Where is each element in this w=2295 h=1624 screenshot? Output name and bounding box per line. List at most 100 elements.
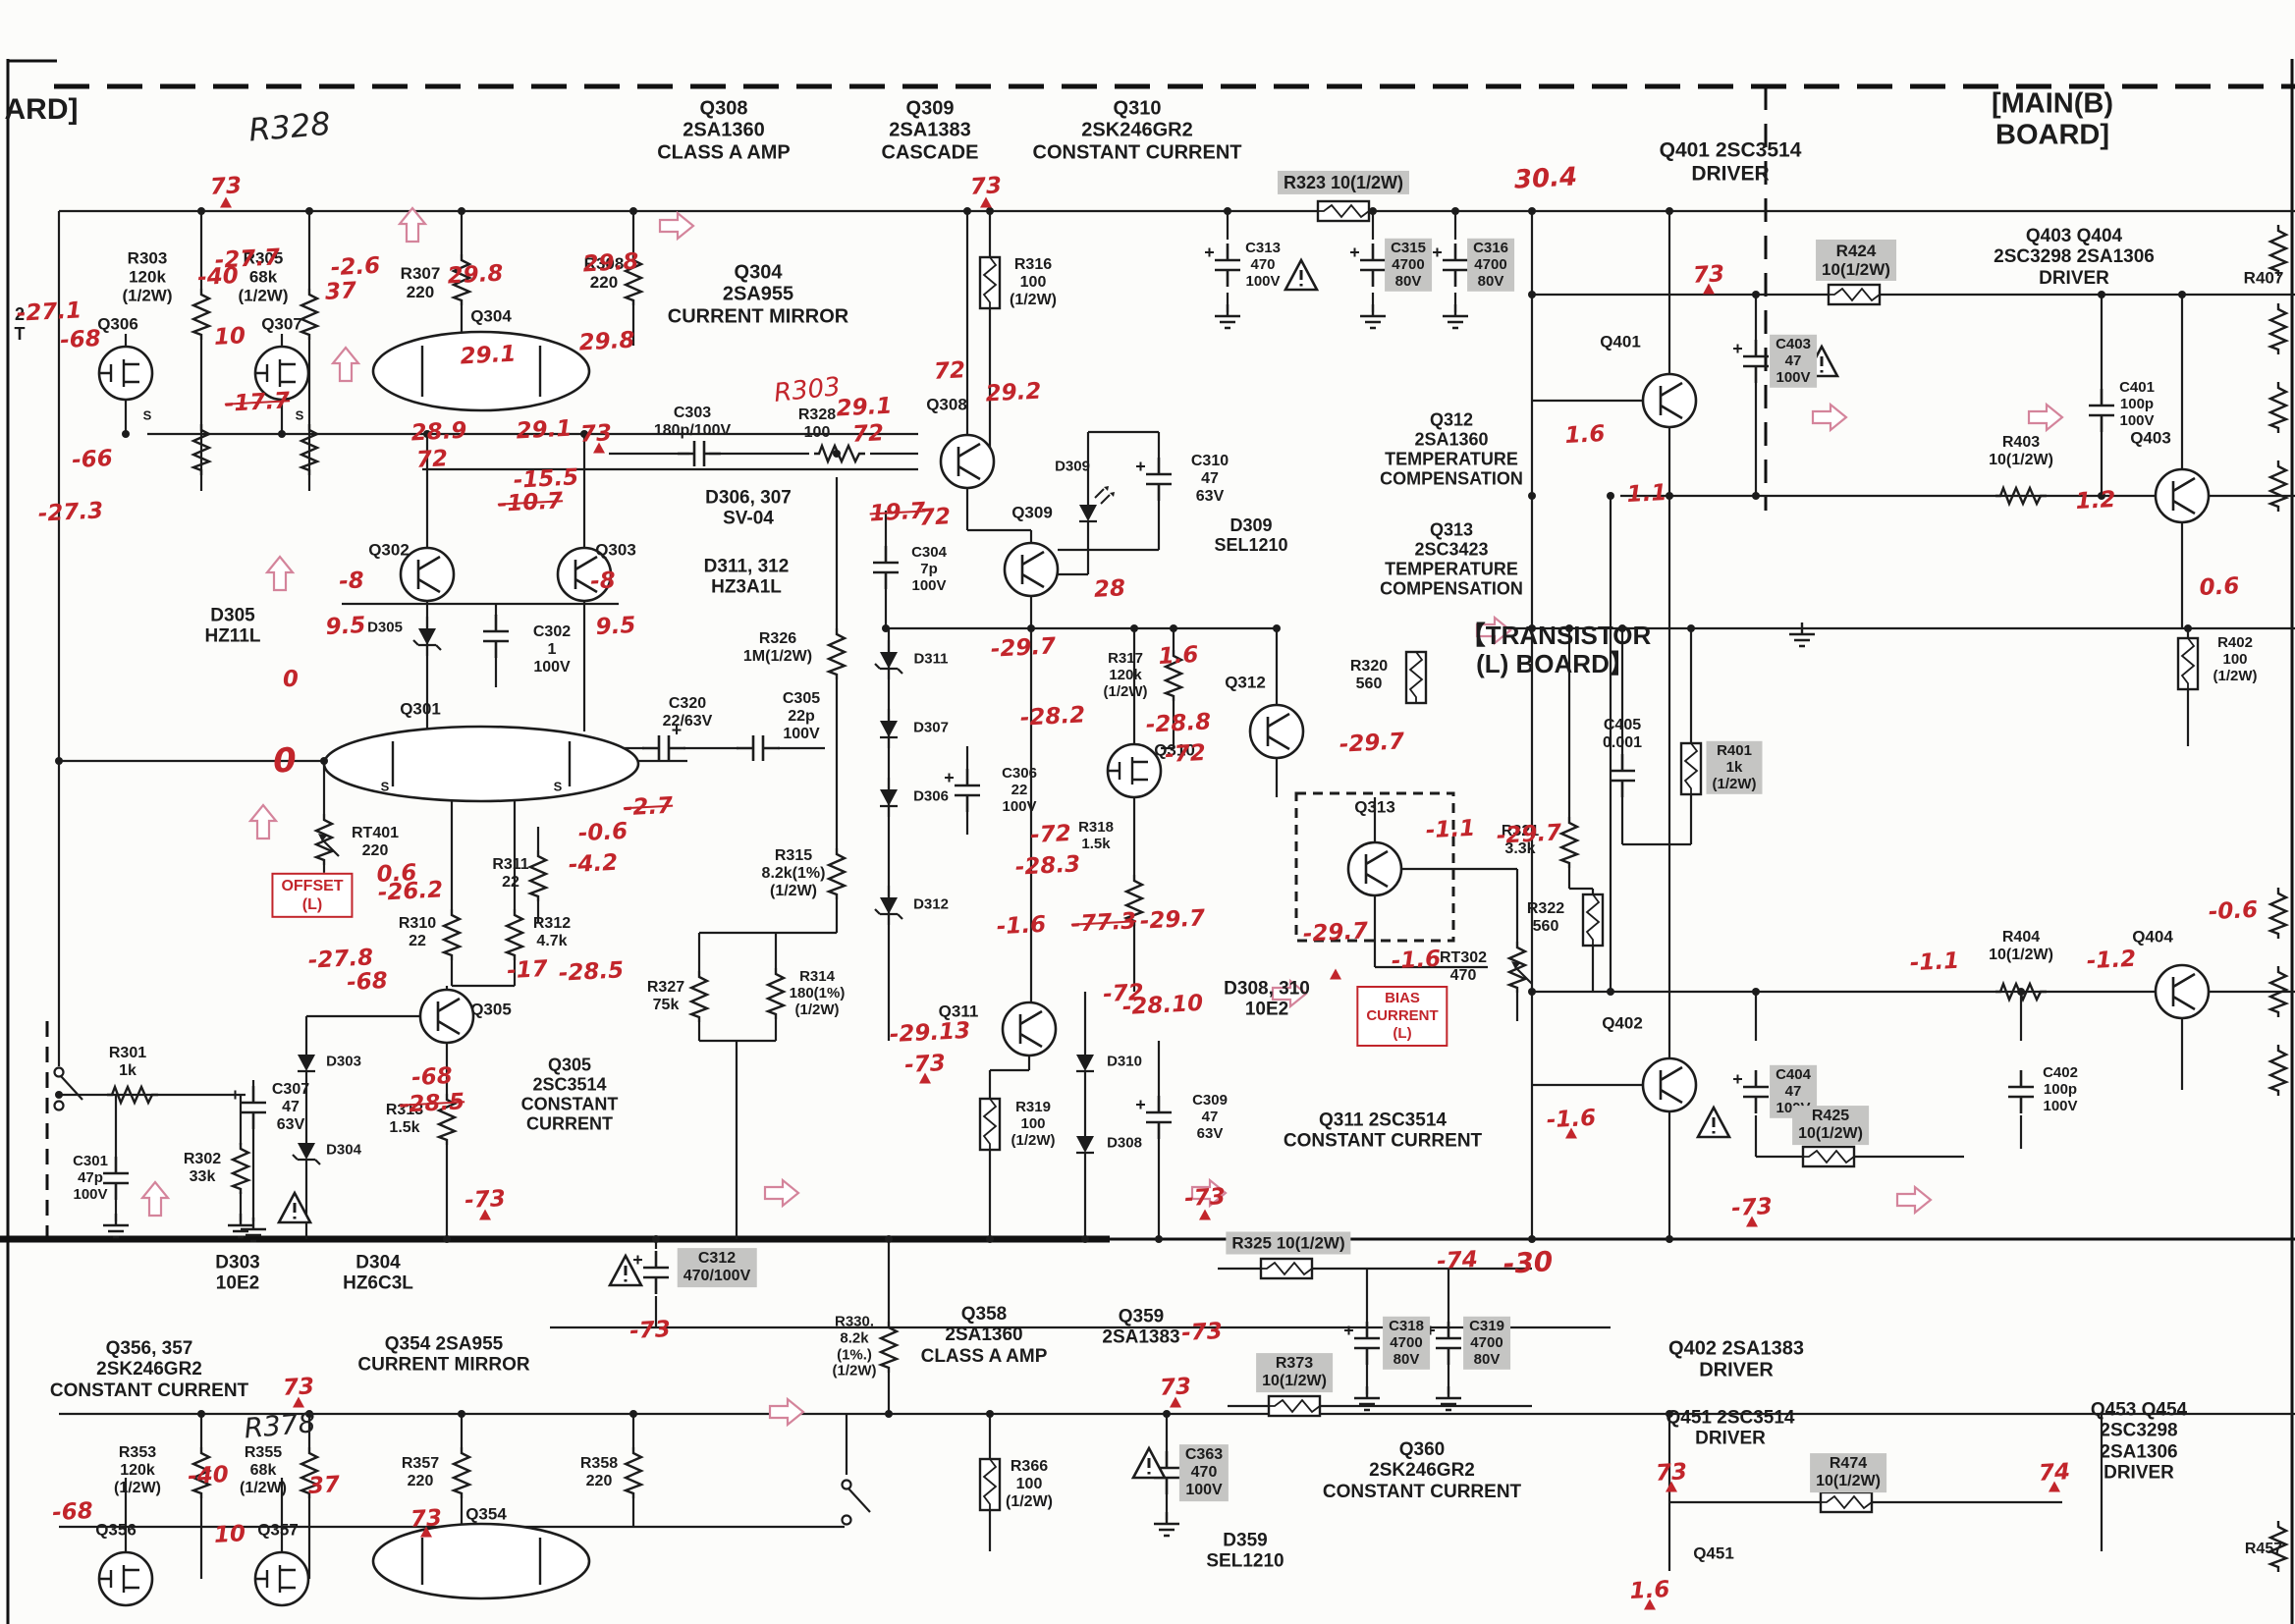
capacitor-c403	[1733, 340, 1769, 383]
resistor-r323	[1318, 201, 1369, 221]
resistor-r353	[191, 1445, 211, 1500]
resistor-r307	[452, 252, 471, 307]
diode-d306	[878, 776, 900, 819]
flow-arrow-icon	[398, 206, 427, 244]
flow-arrow-icon	[768, 1397, 805, 1427]
flow-arrow-icon	[1811, 403, 1848, 432]
capacitor-c301	[101, 1155, 131, 1202]
capacitor-c313	[1205, 244, 1240, 287]
resistor-partial	[2268, 886, 2288, 941]
transistor-q303	[556, 546, 613, 603]
capacitor-c405	[1608, 752, 1637, 799]
resistor-r401	[1679, 741, 1703, 796]
capacitor-c303	[678, 441, 721, 466]
resistor-r330	[879, 1320, 899, 1375]
diode-d305	[413, 617, 441, 656]
resistor-r355	[300, 1445, 319, 1500]
capacitor-c304	[871, 544, 901, 591]
resistor-partial	[2268, 223, 2288, 278]
ground-icon	[101, 1212, 131, 1239]
transistor-board-outline	[1294, 791, 1455, 943]
resistor-r316	[978, 255, 1002, 310]
flow-arrow-icon	[763, 1178, 800, 1208]
trimmer-rt401	[316, 814, 339, 865]
capacitor-c312	[633, 1251, 669, 1294]
capacitor-c404	[1733, 1070, 1769, 1113]
resistor-r310	[442, 907, 462, 962]
transistor-q310	[1106, 742, 1163, 799]
switch-contact	[841, 1479, 852, 1490]
capacitor-c306	[945, 769, 980, 812]
capacitor-c307	[231, 1086, 266, 1129]
transistor-q305	[418, 988, 475, 1045]
resistor-r402	[2176, 636, 2200, 691]
switch-contact	[841, 1514, 852, 1526]
transistor-q404	[2154, 963, 2211, 1020]
ground-icon	[1787, 621, 1817, 648]
capacitor-c402	[2006, 1068, 2036, 1115]
ground-icon	[1441, 302, 1470, 330]
resistor-r308	[624, 252, 643, 307]
capacitor-c310	[1136, 458, 1172, 501]
resistor-r313	[437, 1092, 457, 1147]
diode-d310	[1074, 1041, 1096, 1084]
resistor-r325	[1261, 1259, 1312, 1278]
warning-triangle-icon	[1284, 258, 1319, 292]
led-d309	[1079, 486, 1115, 532]
flow-arrow-icon	[658, 211, 695, 241]
flow-arrow-icon	[140, 1180, 170, 1218]
transistor-pair-q354	[371, 1522, 591, 1600]
switch-contact	[53, 1100, 65, 1111]
resistor-r317	[1164, 648, 1183, 703]
resistor-r322	[1581, 893, 1605, 947]
resistor-r326	[827, 626, 847, 681]
transistor-q306	[97, 345, 154, 402]
resistor-r366	[978, 1457, 1002, 1512]
transistor-q403	[2154, 467, 2211, 524]
diode-d308	[1074, 1122, 1096, 1165]
transistor-pair-q301	[322, 725, 640, 803]
resistor-r302	[231, 1141, 250, 1196]
flow-arrow-icon	[331, 346, 360, 383]
transistor-q357	[253, 1550, 310, 1607]
resistor-r319	[978, 1097, 1002, 1152]
capacitor-c302	[481, 613, 511, 660]
resistor-partial	[2268, 1043, 2288, 1098]
resistor-r318	[1124, 873, 1144, 928]
transistor-q308	[939, 433, 996, 490]
diode-d303	[296, 1041, 317, 1084]
diode-d311	[875, 640, 902, 679]
ground-icon	[1358, 302, 1388, 330]
resistor-r424	[1829, 285, 1880, 304]
resistor-r474	[1821, 1492, 1872, 1512]
transistor-q302	[399, 546, 456, 603]
transistor-pair-internals	[391, 346, 572, 1585]
resistor-r314	[766, 966, 786, 1021]
capacitor-c315	[1350, 244, 1386, 287]
ground-icon	[1152, 1510, 1181, 1538]
resistor-r311	[528, 848, 548, 903]
transistor-q401	[1641, 372, 1698, 429]
flow-arrow-icon	[1895, 1185, 1933, 1215]
transistor-pair-q304	[371, 330, 591, 412]
warning-triangle-icon	[1804, 345, 1839, 378]
flow-arrow-icon	[1190, 1178, 1228, 1208]
warning-triangle-icon	[1131, 1446, 1167, 1480]
resistor-partial	[2268, 459, 2288, 514]
transistor-q313	[1346, 840, 1403, 897]
resistor-r305	[300, 287, 319, 342]
flow-arrow-icon	[1475, 616, 1512, 645]
capacitor-c316	[1433, 244, 1468, 287]
flow-arrow-icon	[248, 803, 278, 840]
resistor-r358	[624, 1445, 643, 1500]
page-border	[6, 59, 2294, 1624]
ground-icon	[226, 1212, 255, 1239]
flow-arrow-icon	[265, 555, 295, 592]
transistor-q307	[253, 345, 310, 402]
diode-d307	[878, 707, 900, 750]
resistor-r320	[1404, 650, 1428, 705]
transistor-q312	[1248, 703, 1305, 760]
resistor-r321	[1559, 815, 1579, 870]
